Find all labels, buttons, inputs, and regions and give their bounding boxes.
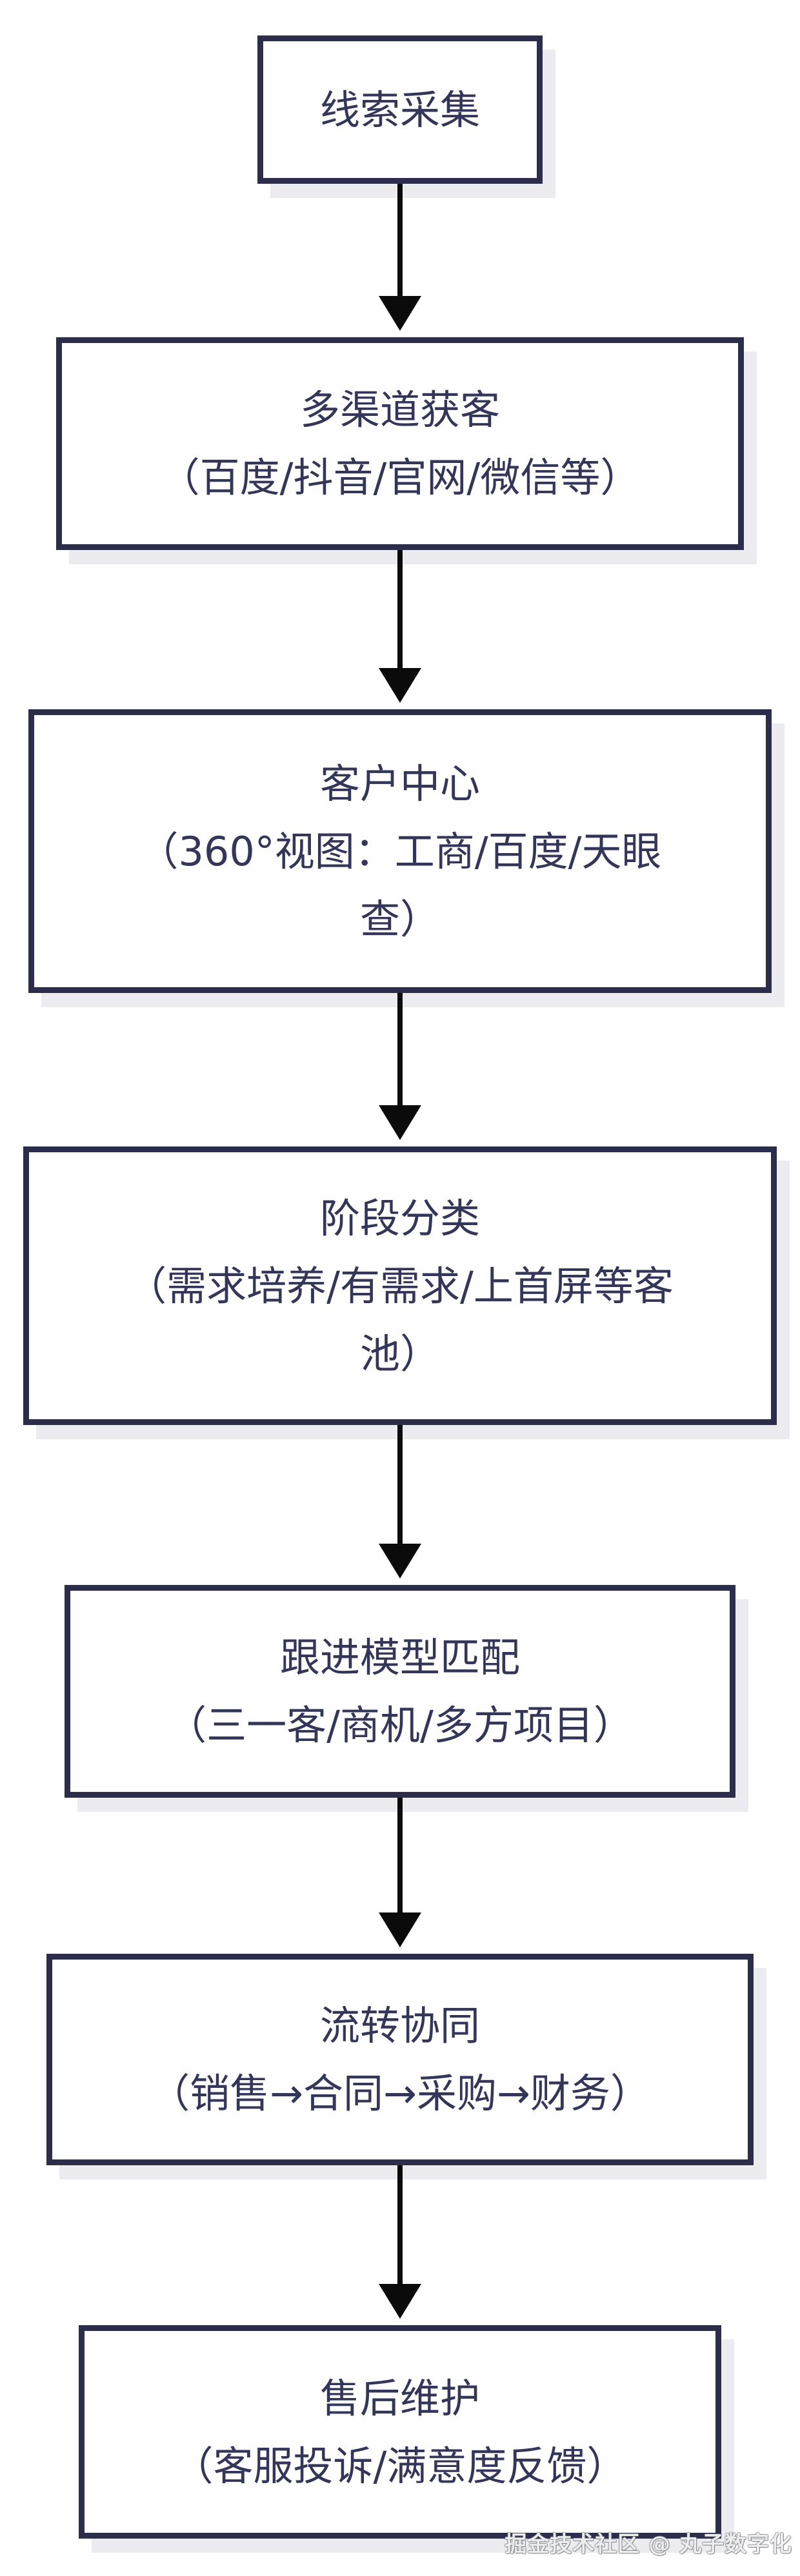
flow-node-follow-up-model-matching: 跟进模型匹配 （三一客/商机/多方项目） [65,1585,735,1798]
node-text-line: （360°视图：工商/百度/天眼 [138,827,662,875]
down-arrow [379,184,421,337]
arrow-head-icon [379,1544,421,1578]
down-arrow [379,2165,421,2325]
node-text-line: （需求培养/有需求/上首屏等客 [126,1262,674,1310]
node-text-line: 池） [359,1330,440,1377]
flow-node-after-sales-maintenance: 售后维护 （客服投诉/满意度反馈） [79,2325,721,2539]
node-text-line: 客户中心 [319,760,480,807]
flow-node-stage-classification: 阶段分类 （需求培养/有需求/上首屏等客 池） [23,1146,777,1425]
node-text-line: 售后维护 [319,2374,480,2422]
node-text-line: （销售→合同→采购→财务） [150,2070,650,2117]
arrow-head-icon [379,668,421,703]
arrow-stem [397,1425,403,1544]
watermark-text: 掘金技术社区 @ 丸子数字化 [505,2532,792,2557]
flow-node-lead-collection: 线索采集 [257,35,543,184]
arrow-head-icon [379,1105,421,1140]
arrow-head-icon [379,2284,421,2319]
node-text-line: 多渠道获客 [299,386,500,433]
node-text-line: 跟进模型匹配 [279,1634,520,1681]
node-text-line: 查） [359,895,440,943]
arrow-head-icon [379,296,421,331]
node-text-line: （百度/抖音/官网/微信等） [159,454,641,501]
arrow-stem [397,184,403,296]
arrow-head-icon [379,1912,421,1947]
node-text-line: 阶段分类 [319,1194,480,1242]
node-text-line: 流转协同 [319,2002,480,2049]
down-arrow [379,1425,421,1585]
node-text-line: （客服投诉/满意度反馈） [173,2442,627,2490]
arrow-stem [397,550,403,668]
arrow-stem [397,2165,403,2284]
flow-node-customer-center: 客户中心 （360°视图：工商/百度/天眼 查） [28,709,772,993]
down-arrow [379,993,421,1146]
down-arrow [379,550,421,709]
arrow-stem [397,1798,403,1912]
flow-node-multi-channel-acquisition: 多渠道获客 （百度/抖音/官网/微信等） [56,337,744,550]
node-text-line: 线索采集 [319,86,480,133]
node-text-line: （三一客/商机/多方项目） [166,1702,634,1749]
arrow-stem [397,993,403,1105]
flow-node-flow-collaboration: 流转协同 （销售→合同→采购→财务） [46,1954,754,2165]
down-arrow [379,1798,421,1954]
